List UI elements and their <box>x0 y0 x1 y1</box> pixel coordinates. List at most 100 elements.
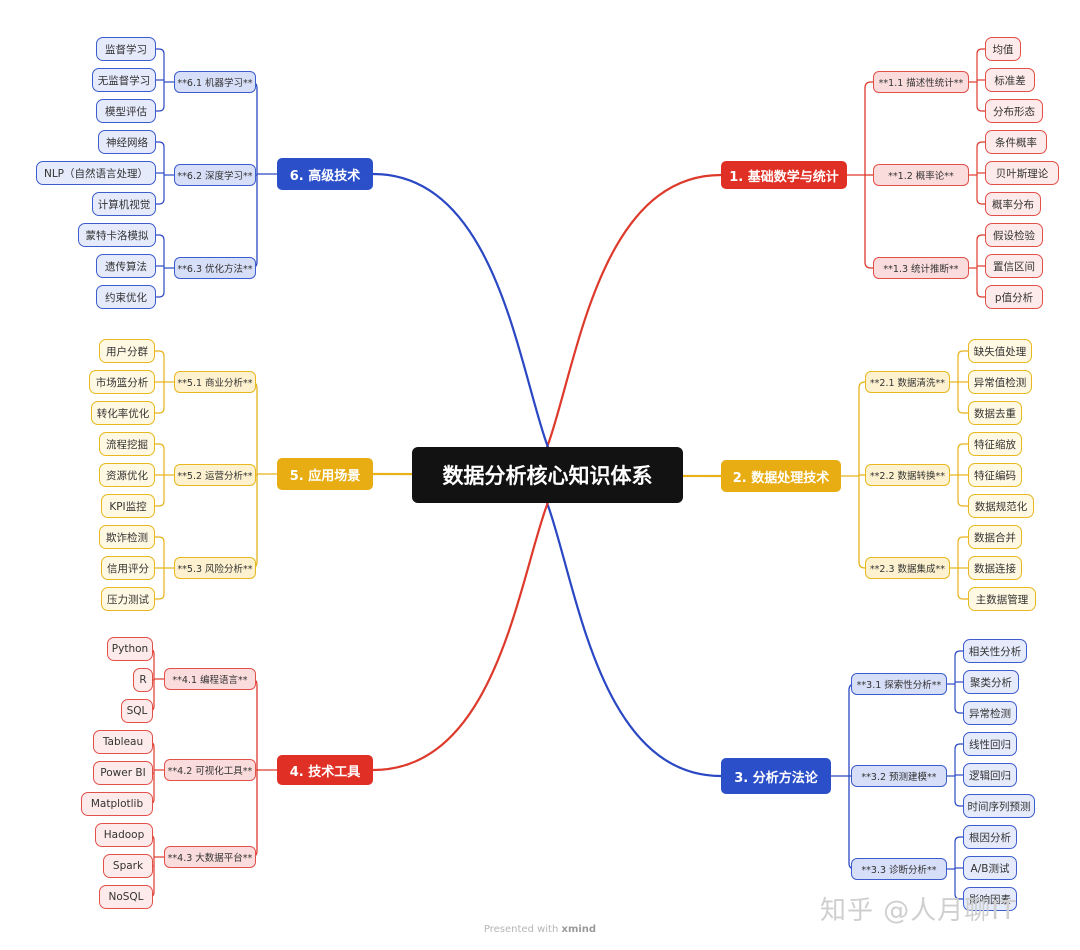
leaf-5-1-1[interactable]: 用户分群 <box>99 339 155 363</box>
leaf-2-3-1[interactable]: 数据合并 <box>968 525 1022 549</box>
connector-line <box>976 234 985 241</box>
leaf-2-1-2[interactable]: 异常值检测 <box>968 370 1032 394</box>
leaf-3-3-2[interactable]: A/B测试 <box>963 856 1017 880</box>
connector-line <box>155 350 165 357</box>
leaf-1-1-2[interactable]: 标准差 <box>985 68 1035 92</box>
leaf-5-3-1[interactable]: 欺诈检测 <box>99 525 155 549</box>
subtopic-6-2[interactable]: **4.2 可视化工具** <box>164 759 256 781</box>
subtopic-5-3[interactable]: **5.3 风险分析** <box>174 557 256 579</box>
connector-line <box>156 291 165 298</box>
subtopic-2-3[interactable]: **2.3 数据集成** <box>865 557 950 579</box>
subtopic-1-3[interactable]: **1.3 统计推断** <box>873 257 969 279</box>
leaf-2-2-3[interactable]: 数据规范化 <box>968 494 1034 518</box>
subtopic-4-2[interactable]: **6.2 深度学习** <box>174 164 256 186</box>
leaf-6-2-2[interactable]: Power BI <box>93 761 153 785</box>
leaf-4-1-3[interactable]: 模型评估 <box>96 99 156 123</box>
connector-line <box>155 536 165 543</box>
leaf-3-1-3[interactable]: 异常检测 <box>963 701 1017 725</box>
leaf-6-3-2[interactable]: Spark <box>103 854 153 878</box>
leaf-4-2-3[interactable]: 计算机视觉 <box>92 192 156 216</box>
leaf-3-2-3[interactable]: 时间序列预测 <box>963 794 1035 818</box>
leaf-1-3-1[interactable]: 假设检验 <box>985 223 1043 247</box>
subtopic-3-2[interactable]: **3.2 预测建模** <box>851 765 947 787</box>
leaf-4-3-3[interactable]: 约束优化 <box>96 285 156 309</box>
leaf-5-2-2[interactable]: 资源优化 <box>99 463 155 487</box>
subtopic-4-1[interactable]: **6.1 机器学习** <box>174 71 256 93</box>
connector-line <box>531 173 722 476</box>
branch-1-topic[interactable]: 1. 基础数学与统计 <box>721 161 847 189</box>
leaf-5-2-1[interactable]: 流程挖掘 <box>99 432 155 456</box>
leaf-2-3-2[interactable]: 数据连接 <box>968 556 1022 580</box>
leaf-1-2-1[interactable]: 条件概率 <box>985 130 1047 154</box>
subtopic-5-1[interactable]: **5.1 商业分析** <box>174 371 256 393</box>
connector-line <box>957 500 968 507</box>
leaf-3-1-2[interactable]: 聚类分析 <box>963 670 1019 694</box>
connector-line <box>976 105 985 112</box>
branch-3-topic[interactable]: 3. 分析方法论 <box>721 758 831 794</box>
leaf-1-3-3[interactable]: p值分析 <box>985 285 1043 309</box>
connector-line <box>954 893 963 900</box>
leaf-4-1-1[interactable]: 监督学习 <box>96 37 156 61</box>
leaf-2-1-1[interactable]: 缺失值处理 <box>968 339 1032 363</box>
leaf-2-2-2[interactable]: 特征编码 <box>968 463 1022 487</box>
subtopic-3-3[interactable]: **3.3 诊断分析** <box>851 858 947 880</box>
subtopic-3-1[interactable]: **3.1 探索性分析** <box>851 673 947 695</box>
footer-credit: Presented with xmind <box>0 924 1080 935</box>
leaf-3-3-1[interactable]: 根因分析 <box>963 825 1017 849</box>
connector-line <box>976 198 985 205</box>
connector-line <box>858 381 866 389</box>
leaf-6-2-3[interactable]: Matplotlib <box>81 792 153 816</box>
leaf-1-1-3[interactable]: 分布形态 <box>985 99 1043 123</box>
leaf-6-3-1[interactable]: Hadoop <box>95 823 153 847</box>
leaf-2-3-3[interactable]: 主数据管理 <box>968 587 1036 611</box>
subtopic-5-2[interactable]: **5.2 运营分析** <box>174 464 256 486</box>
subtopic-6-1[interactable]: **4.1 编程语言** <box>164 668 256 690</box>
leaf-3-2-2[interactable]: 逻辑回归 <box>963 763 1017 787</box>
leaf-6-2-1[interactable]: Tableau <box>93 730 153 754</box>
leaf-5-2-3[interactable]: KPI监控 <box>101 494 155 518</box>
connector-line <box>155 593 165 600</box>
connector-line <box>957 536 968 543</box>
leaf-1-2-3[interactable]: 概率分布 <box>985 192 1041 216</box>
connector-line <box>372 474 564 772</box>
leaf-5-1-2[interactable]: 市场篮分析 <box>89 370 155 394</box>
leaf-1-2-2[interactable]: 贝叶斯理论 <box>985 161 1059 185</box>
leaf-4-2-2[interactable]: NLP（自然语言处理） <box>36 161 156 185</box>
leaf-2-1-3[interactable]: 数据去重 <box>968 401 1022 425</box>
subtopic-1-2[interactable]: **1.2 概率论** <box>873 164 969 186</box>
connector-line <box>858 561 866 569</box>
leaf-4-1-2[interactable]: 无监督学习 <box>92 68 156 92</box>
leaf-5-3-3[interactable]: 压力测试 <box>101 587 155 611</box>
branch-4-topic[interactable]: 6. 高级技术 <box>277 158 373 190</box>
subtopic-2-1[interactable]: **2.1 数据清洗** <box>865 371 950 393</box>
watermark: 知乎 @人月聊IT <box>820 896 1017 926</box>
branch-5-topic[interactable]: 5. 应用场景 <box>277 458 373 490</box>
leaf-6-1-3[interactable]: SQL <box>121 699 153 723</box>
leaf-4-3-2[interactable]: 遗传算法 <box>96 254 156 278</box>
connector-line <box>155 500 165 507</box>
subtopic-6-3[interactable]: **4.3 大数据平台** <box>164 846 256 868</box>
branch-6-topic[interactable]: 4. 技术工具 <box>277 755 373 785</box>
branch-2-topic[interactable]: 2. 数据处理技术 <box>721 460 841 492</box>
leaf-5-3-2[interactable]: 信用评分 <box>101 556 155 580</box>
leaf-3-1-1[interactable]: 相关性分析 <box>963 639 1027 663</box>
leaf-3-3-3[interactable]: 影响因素 <box>963 887 1017 911</box>
leaf-3-2-1[interactable]: 线性回归 <box>963 732 1017 756</box>
connector-line <box>156 48 165 55</box>
leaf-6-3-3[interactable]: NoSQL <box>99 885 153 909</box>
connector-line <box>156 234 165 241</box>
leaf-1-3-2[interactable]: 置信区间 <box>985 254 1043 278</box>
subtopic-2-2[interactable]: **2.2 数据转换** <box>865 464 950 486</box>
connector-line <box>156 141 165 148</box>
leaf-4-3-1[interactable]: 蒙特卡洛模拟 <box>78 223 156 247</box>
leaf-2-2-1[interactable]: 特征缩放 <box>968 432 1022 456</box>
root-topic[interactable]: 数据分析核心知识体系 <box>412 447 683 503</box>
leaf-6-1-2[interactable]: R <box>133 668 153 692</box>
leaf-5-1-3[interactable]: 转化率优化 <box>91 401 155 425</box>
leaf-4-2-1[interactable]: 神经网络 <box>98 130 156 154</box>
subtopic-1-1[interactable]: **1.1 描述性统计** <box>873 71 969 93</box>
leaf-6-1-1[interactable]: Python <box>107 637 153 661</box>
subtopic-4-3[interactable]: **6.3 优化方法** <box>174 257 256 279</box>
leaf-1-1-1[interactable]: 均值 <box>985 37 1021 61</box>
